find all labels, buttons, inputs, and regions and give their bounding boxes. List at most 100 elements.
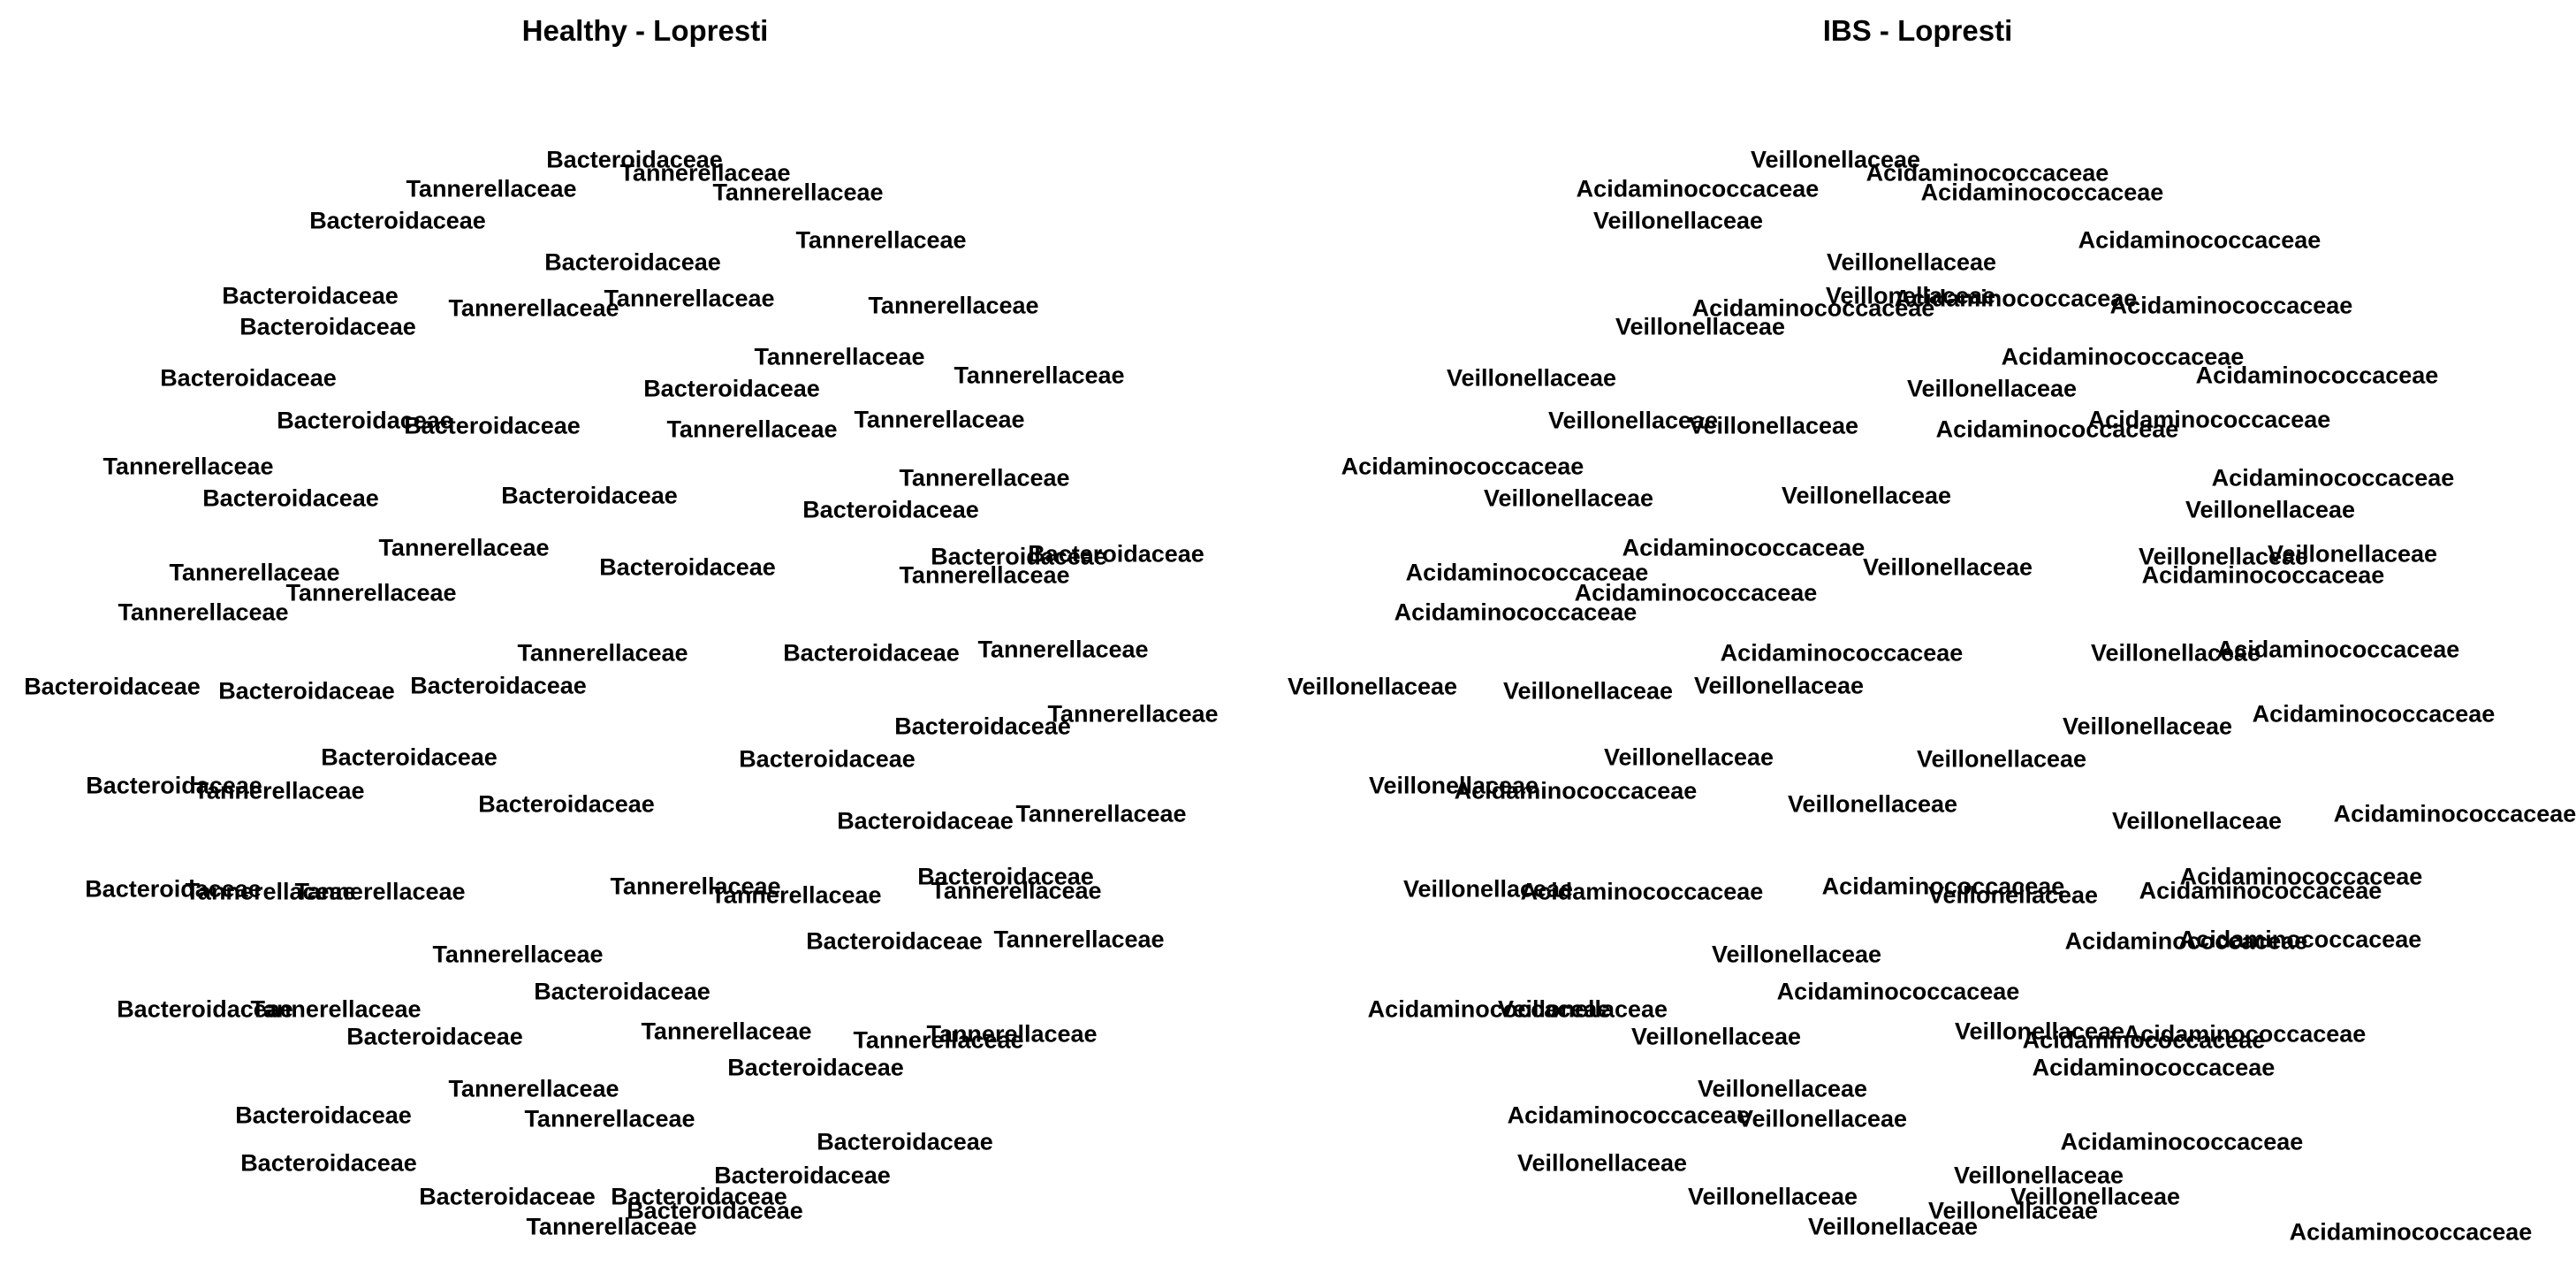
- node-label: Acidaminococcaceae: [1821, 873, 2065, 900]
- node-label: Tannerellaceae: [754, 343, 925, 370]
- node-label: Veillonellaceae: [1592, 207, 1764, 234]
- node-label: Acidaminococcaceae: [1776, 978, 2020, 1005]
- node-label: Tannerellaceae: [795, 226, 967, 254]
- node-label: Bacteroidaceae: [240, 1149, 417, 1177]
- node-label: Tannerellaceae: [666, 415, 838, 443]
- node-label: Veillonellaceae: [1781, 482, 1952, 509]
- node-label: Bacteroidaceae: [85, 875, 262, 903]
- node-label: Tannerellaceae: [406, 175, 577, 202]
- node-label: Bacteroidaceae: [222, 282, 399, 309]
- panel-title: Healthy - Lopresti: [521, 14, 769, 47]
- node-label: Acidaminococcaceae: [2078, 226, 2321, 254]
- node-label: Tannerellaceae: [185, 878, 356, 905]
- node-label: Bacteroidaceae: [239, 313, 416, 340]
- node-label: Veillonellaceae: [1287, 673, 1458, 700]
- node-label: Tannerellaceae: [448, 1075, 619, 1102]
- node-label: Tannerellaceae: [1015, 800, 1187, 827]
- node-label: Acidaminococcaceae: [2123, 1020, 2367, 1048]
- node-label: Veillonellaceae: [1954, 1018, 2125, 1045]
- node-label: Acidaminococcaceae: [1507, 1101, 1751, 1129]
- node-label: Veillonellaceae: [1927, 1197, 2099, 1224]
- node-label: Tannerellaceae: [926, 1020, 1098, 1048]
- node-label: Bacteroidaceae: [86, 772, 262, 799]
- node-label: Acidaminococcaceae: [2001, 343, 2245, 370]
- node-label: Bacteroidaceae: [24, 673, 201, 700]
- node-label: Bacteroidaceae: [160, 364, 337, 392]
- node-label: Tannerellaceae: [931, 877, 1102, 904]
- node-label: Tannerellaceae: [641, 1018, 812, 1045]
- node-label: Acidaminococcaceae: [2178, 926, 2422, 953]
- node-label: Acidaminococcaceae: [1720, 639, 1964, 667]
- node-label: Bacteroidaceae: [202, 484, 379, 512]
- node-label: Tannerellaceae: [194, 777, 365, 804]
- node-label: Acidaminococcaceae: [2252, 700, 2496, 728]
- node-label: Bacteroidaceae: [611, 1183, 787, 1210]
- node-label: Bacteroidaceae: [419, 1183, 596, 1210]
- node-label: Bacteroidaceae: [410, 672, 587, 699]
- node-label: Veillonellaceae: [1693, 672, 1865, 699]
- node-label: Veillonellaceae: [1497, 995, 1668, 1023]
- node-label: Bacteroidaceae: [321, 743, 498, 771]
- node-label: Tannerellaceae: [610, 873, 781, 900]
- node-label: Veillonellaceae: [1697, 1075, 1868, 1102]
- node-label: Tannerellaceae: [604, 285, 775, 312]
- node-label: Veillonellaceae: [1502, 677, 1674, 705]
- node-label: Tannerellaceae: [250, 995, 422, 1023]
- node-label: Veillonellaceae: [1402, 875, 1574, 903]
- node-label: Tannerellaceae: [526, 1213, 697, 1240]
- node-label: Acidaminococcaceae: [1866, 159, 2109, 187]
- node-label: Acidaminococcaceae: [2109, 292, 2353, 319]
- node-label: Acidaminococcaceae: [1341, 453, 1584, 480]
- node-label: Veillonellaceae: [1825, 282, 1996, 309]
- node-label: Bacteroidaceae: [806, 927, 983, 955]
- node-label: Acidaminococcaceae: [1454, 777, 1698, 804]
- node-label: Bacteroidaceae: [309, 207, 486, 234]
- node-label: Tannerellaceae: [294, 878, 466, 905]
- node-label: Acidaminococcaceae: [1574, 579, 1818, 606]
- node-label: Tannerellaceae: [619, 159, 791, 187]
- node-label: Acidaminococcaceae: [2195, 362, 2439, 389]
- node-label: Bacteroidaceae: [599, 553, 776, 581]
- node-label: Bacteroidaceae: [534, 978, 710, 1005]
- node-label: Bacteroidaceae: [478, 790, 655, 818]
- node-label: Acidaminococcaceae: [2139, 877, 2382, 904]
- node-label: Acidaminococcaceae: [1394, 598, 1638, 626]
- node-label: Veillonellaceae: [1446, 364, 1617, 392]
- node-label: Veillonellaceae: [1630, 1023, 1802, 1050]
- node-label: Acidaminococcaceae: [1520, 878, 1764, 905]
- node-label: Bacteroidaceae: [218, 677, 395, 705]
- node-label: Bacteroidaceae: [917, 863, 1094, 890]
- node-label: Bacteroidaceae: [346, 1023, 523, 1050]
- node-label: Tannerellaceae: [853, 1026, 1024, 1054]
- node-label: Tannerellaceae: [432, 941, 604, 968]
- node-label: Bacteroidaceae: [802, 496, 979, 523]
- node-label: Tannerellaceae: [118, 598, 289, 626]
- node-label: Acidaminococcaceae: [2141, 561, 2385, 589]
- node-label: Acidaminococcaceae: [2032, 1054, 2276, 1081]
- node-label: Veillonellaceae: [1807, 1213, 1979, 1240]
- node-label: Veillonellaceae: [2267, 540, 2438, 568]
- node-label: Tannerellaceae: [854, 406, 1025, 433]
- node-label: Tannerellaceae: [899, 464, 1070, 492]
- node-label: Tannerellaceae: [712, 179, 884, 206]
- node-label: Acidaminococcaceae: [2060, 1128, 2304, 1155]
- node-label: Acidaminococcaceae: [2022, 1026, 2266, 1054]
- node-label: Veillonellaceae: [1615, 313, 1786, 340]
- node-label: Acidaminococcaceae: [2087, 406, 2331, 433]
- node-label: Tannerellaceae: [993, 926, 1165, 953]
- node-label: Acidaminococcaceae: [1367, 995, 1611, 1023]
- node-label: Bacteroidaceae: [894, 713, 1071, 740]
- node-label: Tannerellaceae: [710, 881, 882, 909]
- node-label: Bacteroidaceae: [627, 1197, 803, 1224]
- node-label: Bacteroidaceae: [501, 482, 678, 509]
- node-label: Bacteroidaceae: [544, 248, 721, 276]
- node-label: Veillonellaceae: [1711, 941, 1882, 968]
- node-label: Veillonellaceae: [1787, 790, 1958, 818]
- node-label: Bacteroidaceae: [277, 407, 453, 434]
- node-label: Bacteroidaceae: [546, 146, 723, 173]
- node-label: Acidaminococcaceae: [1894, 285, 2138, 312]
- node-label: Bacteroidaceae: [1028, 540, 1204, 568]
- panel-title: IBS - Lopresti: [1822, 14, 2013, 47]
